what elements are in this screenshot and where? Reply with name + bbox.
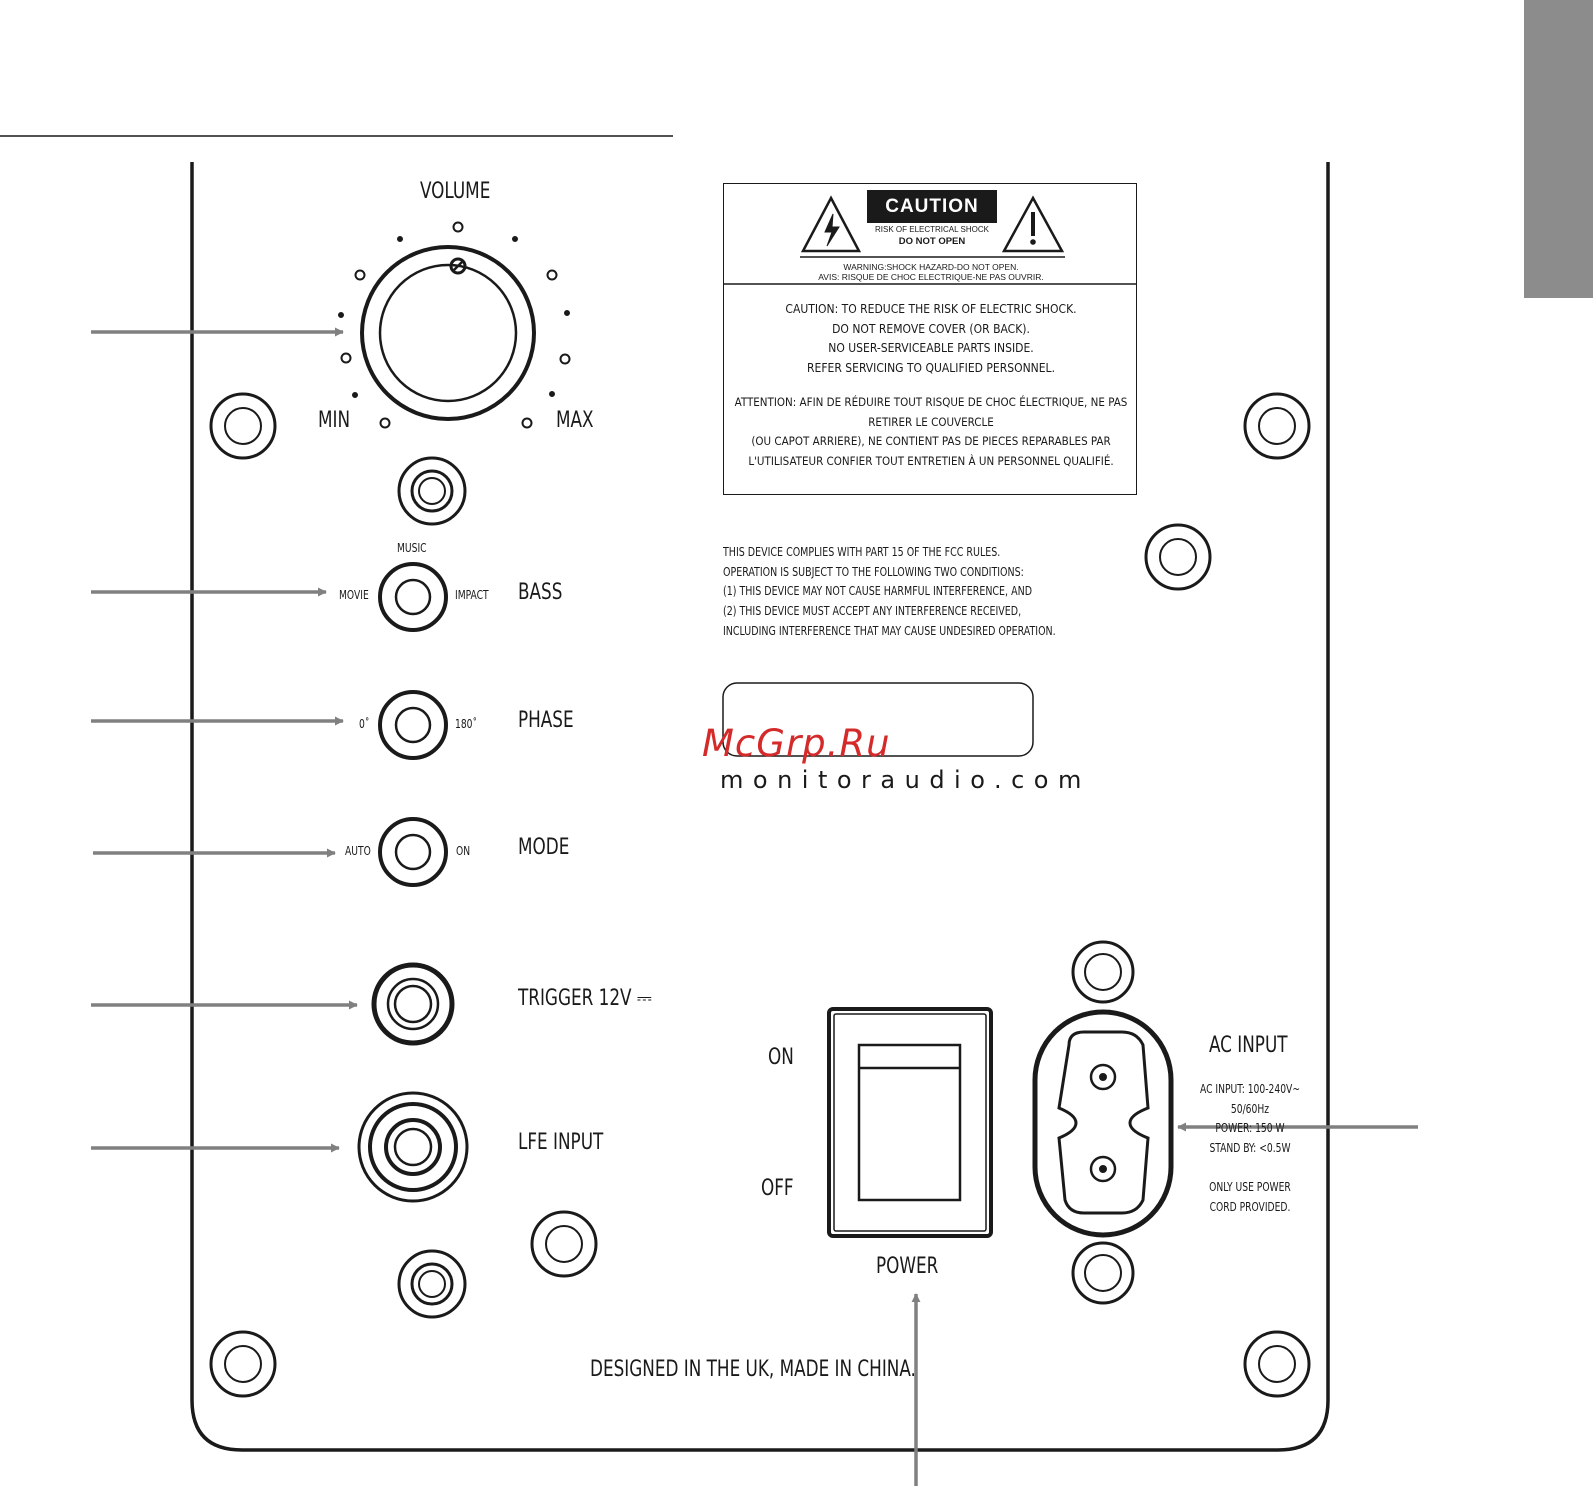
screw (1144, 523, 1212, 591)
ac-input-title: AC INPUT (1209, 1033, 1288, 1058)
bass-label: BASS (518, 580, 563, 605)
ac-inlet (1032, 1009, 1174, 1238)
caution-line: NO USER-SERVICEABLE PARTS INSIDE. (828, 341, 1034, 355)
power-switch (827, 1007, 993, 1238)
caution-french-text: ATTENTION: AFIN DE RÉDUIRE TOUT RISQUE D… (724, 393, 1138, 471)
label-plate (722, 682, 1034, 757)
power-off-label: OFF (761, 1176, 794, 1201)
screw (1243, 392, 1311, 460)
lfe-jack (357, 1091, 469, 1203)
watermark: McGrp.Ru (702, 722, 891, 765)
volume-label: VOLUME (420, 179, 491, 204)
caution-line: (OU CAPOT ARRIERE), NE CONTIENT PAS DE P… (751, 434, 1111, 448)
lightning-warning-icon (800, 195, 862, 253)
origin-text: DESIGNED IN THE UK, MADE IN CHINA. (590, 1357, 916, 1382)
power-label: POWER (876, 1254, 939, 1279)
phase-0-label: 0˚ (359, 717, 370, 731)
volume-min-label: MIN (318, 408, 351, 433)
ac-spec-line: STAND BY: <0.5W (1209, 1141, 1291, 1156)
website-text: monitoraudio.com (720, 766, 1091, 794)
bass-movie-label: MOVIE (339, 588, 369, 602)
fcc-line: (1) THIS DEVICE MAY NOT CAUSE HARMFUL IN… (723, 584, 1033, 599)
bass-switch (378, 562, 448, 632)
caution-line: ATTENTION: AFIN DE RÉDUIRE TOUT RISQUE D… (734, 395, 1128, 409)
mode-switch (378, 817, 448, 887)
trigger-jack (371, 962, 455, 1046)
caution-line: RETIRER LE COUVERCLE (868, 414, 994, 429)
ac-spec-line: AC INPUT: 100-240V~ (1199, 1082, 1301, 1096)
caution-title: CAUTION (867, 190, 997, 223)
caution-header: CAUTION RISK OF ELECTRICAL SHOCK DO NOT … (867, 190, 997, 248)
power-on-label: ON (768, 1045, 794, 1070)
volume-scale (338, 221, 571, 429)
fcc-statement: THIS DEVICE COMPLIES WITH PART 15 OF THE… (723, 543, 1101, 642)
fcc-line: (2) THIS DEVICE MUST ACCEPT ANY INTERFER… (723, 604, 1022, 619)
mode-label: MODE (518, 835, 570, 860)
screw (1243, 1330, 1311, 1398)
screw (209, 392, 277, 460)
caution-do-not-open: DO NOT OPEN (898, 236, 966, 247)
caution-risk-text: RISK OF ELECTRICAL SHOCK (875, 225, 989, 234)
fcc-line: OPERATION IS SUBJECT TO THE FOLLOWING TW… (723, 564, 1024, 579)
bass-impact-label: IMPACT (455, 588, 489, 602)
bottom-knob (397, 1249, 467, 1319)
caution-english-text: CAUTION: TO REDUCE THE RISK OF ELECTRIC … (724, 300, 1138, 378)
volume-max-label: MAX (556, 408, 594, 433)
caution-warning-en: WARNING:SHOCK HAZARD-DO NOT OPEN. (843, 262, 1019, 272)
screw (530, 1210, 598, 1278)
caution-line: REFER SERVICING TO QUALIFIED PERSONNEL. (807, 360, 1055, 375)
trigger-label: TRIGGER 12V ⎓ (518, 986, 652, 1011)
section-tab (1524, 0, 1593, 298)
ac-specs: AC INPUT: 100-240V~ 50/60Hz POWER: 150 W… (1188, 1080, 1312, 1217)
panel-outline (190, 162, 1330, 1452)
volume-knob (360, 245, 536, 421)
phase-180-label: 180˚ (455, 717, 478, 731)
screw (1071, 940, 1135, 1004)
phase-label: PHASE (518, 708, 574, 733)
caution-line: L'UTILISATEUR CONFIER TOUT ENTRETIEN À U… (748, 453, 1114, 468)
phase-switch (378, 690, 448, 760)
lfe-label: LFE INPUT (518, 1130, 604, 1155)
screw (1071, 1241, 1135, 1305)
ac-spec-line: 50/60Hz (1230, 1101, 1270, 1116)
ac-note-line: CORD PROVIDED. (1209, 1199, 1291, 1214)
caution-label: CAUTION RISK OF ELECTRICAL SHOCK DO NOT … (723, 183, 1137, 495)
crossover-knob (397, 456, 467, 526)
caution-line: DO NOT REMOVE COVER (OR BACK). (832, 321, 1030, 336)
ac-spec-line: POWER: 150 W (1215, 1121, 1285, 1136)
caution-warning-fr: AVIS: RISQUE DE CHOC ELECTRIQUE-NE PAS O… (818, 272, 1044, 282)
exclamation-warning-icon (1001, 195, 1065, 253)
ac-note-line: ONLY USE POWER (1209, 1179, 1291, 1194)
caution-line: CAUTION: TO REDUCE THE RISK OF ELECTRIC … (785, 302, 1077, 316)
bass-music-label: MUSIC (397, 541, 427, 555)
screw (209, 1330, 277, 1398)
mode-auto-label: AUTO (345, 844, 371, 858)
mode-on-label: ON (456, 844, 471, 858)
fcc-line: INCLUDING INTERFERENCE THAT MAY CAUSE UN… (723, 623, 1056, 638)
fcc-line: THIS DEVICE COMPLIES WITH PART 15 OF THE… (723, 545, 1001, 559)
